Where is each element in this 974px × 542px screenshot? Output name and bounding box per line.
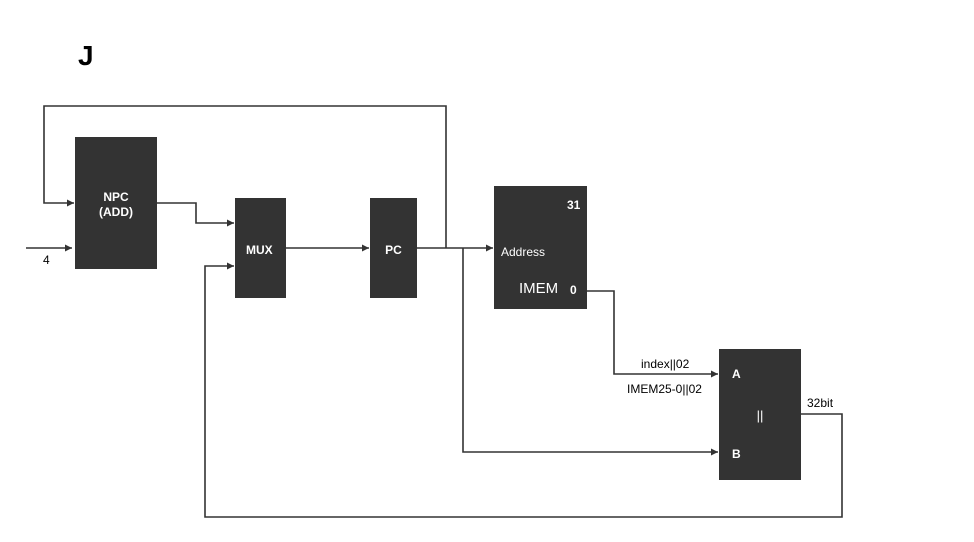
npc-label-line2: (ADD) bbox=[99, 205, 133, 219]
imem-bit-high: 31 bbox=[567, 198, 581, 212]
concat-operator: || bbox=[756, 408, 764, 423]
const-four-label: 4 bbox=[43, 253, 50, 267]
pc-block: PC bbox=[370, 198, 417, 298]
wire-concat-to-mux bbox=[204, 262, 843, 518]
imem-address-input: Address bbox=[501, 245, 546, 259]
concat-block: A || B bbox=[719, 349, 801, 480]
imem-block: 31 Address IMEM 0 bbox=[494, 186, 587, 309]
npc-block: NPC (ADD) bbox=[75, 137, 157, 269]
concat-input-a: A bbox=[732, 367, 741, 381]
mux-label: MUX bbox=[246, 243, 273, 257]
index-label: index||02 bbox=[641, 357, 690, 371]
pc-label: PC bbox=[385, 243, 402, 257]
mux-block: MUX bbox=[235, 198, 286, 298]
npc-label-line1: NPC bbox=[103, 190, 129, 204]
wire-npc-to-mux bbox=[157, 202, 234, 227]
concat-input-b: B bbox=[732, 447, 741, 461]
width-label: 32bit bbox=[807, 396, 834, 410]
wire-pc-to-npc-feedback bbox=[43, 105, 447, 248]
wire-imem-to-concat-a bbox=[587, 290, 718, 378]
imem-bit-low: 0 bbox=[570, 283, 577, 297]
imem-name: IMEM bbox=[519, 280, 559, 297]
wire-pc-to-concat-b bbox=[462, 248, 718, 456]
diagram-title: J bbox=[78, 40, 94, 71]
imem-field-label: IMEM25-0||02 bbox=[627, 382, 702, 396]
